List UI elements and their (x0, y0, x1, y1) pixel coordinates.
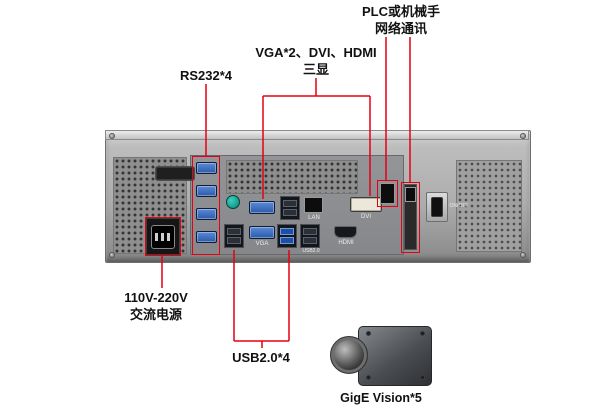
usb-leader-bracket (233, 250, 290, 348)
callout-plc-line1: PLC或机械手 (361, 4, 441, 19)
plc-lan-port-2 (405, 187, 416, 202)
hdmi-port-label: HDMI (338, 240, 354, 246)
usb2-port-group (300, 224, 320, 248)
usb-port (227, 228, 241, 235)
power-pin (167, 233, 170, 241)
vga-port-label: VGA (255, 241, 269, 247)
usb-port (283, 209, 297, 216)
plc-lan-highlight-box-1 (377, 180, 398, 207)
plc-lan-port-1 (380, 183, 395, 204)
callout-plc-network: PLC或机械手 网络通讯 (362, 3, 440, 37)
callout-ac-power: 110V-220V 交流电源 (124, 289, 188, 323)
camera-screw-icon (366, 375, 371, 380)
com-port-2 (196, 185, 217, 197)
usb-port (303, 237, 317, 244)
vent-grille-right (456, 160, 522, 252)
power-switch (431, 197, 443, 217)
lan-port (304, 197, 323, 213)
power-pin (161, 233, 164, 241)
camera-screw-icon (420, 375, 425, 380)
power-highlight-box (145, 217, 181, 256)
plc-lan-highlight-box-2 (401, 182, 420, 253)
callout-power-line2: 交流电源 (129, 307, 182, 322)
callout-usb: USB2.0*4 (232, 350, 290, 365)
callout-plc-line2: 网络通讯 (374, 21, 428, 36)
callout-display-outputs: VGA*2、DVI、HDMI 三显 (255, 44, 376, 78)
usb-port (283, 200, 297, 207)
callout-display-line2: 三显 (302, 62, 330, 77)
hdmi-port (334, 226, 357, 238)
com-port-3 (196, 208, 217, 220)
com-port-4 (196, 231, 217, 243)
camera-screw-icon (420, 331, 425, 336)
rs232-highlight-box (192, 156, 220, 255)
vga-port-2 (249, 226, 275, 239)
lan-port-label: LAN (308, 215, 320, 221)
callout-rs232: RS232*4 (179, 68, 233, 83)
vent-grille-middle (226, 160, 358, 194)
usb-port-group-left (224, 224, 244, 248)
screw-icon (520, 252, 526, 258)
chassis-top-rail (105, 130, 529, 140)
usb3-port (280, 228, 294, 235)
callout-power-line1: 110V-220V (124, 290, 188, 305)
com-port-1 (196, 162, 217, 174)
power-switch-label: ON/OFF (449, 203, 469, 209)
usb2-port-label: USB2.0 (302, 248, 320, 254)
gige-camera-lens (330, 336, 368, 374)
callout-gige-vision: GigE Vision*5 (340, 391, 422, 405)
callout-display-line1: VGA*2、DVI、HDMI (255, 45, 377, 60)
usb-port (303, 228, 317, 235)
parallel-port (155, 166, 195, 181)
usb-port (227, 237, 241, 244)
screw-icon (109, 252, 115, 258)
camera-screw-icon (366, 331, 371, 336)
usb3-port (280, 237, 294, 244)
screw-icon (109, 133, 115, 139)
vga-port-1 (249, 201, 275, 214)
usb-port-group-top (280, 196, 300, 220)
power-pin (155, 233, 158, 241)
usb3-port-group (277, 224, 297, 248)
dvi-port-label: DVI (360, 214, 372, 220)
screw-icon (520, 133, 526, 139)
ps2-port (226, 195, 240, 209)
